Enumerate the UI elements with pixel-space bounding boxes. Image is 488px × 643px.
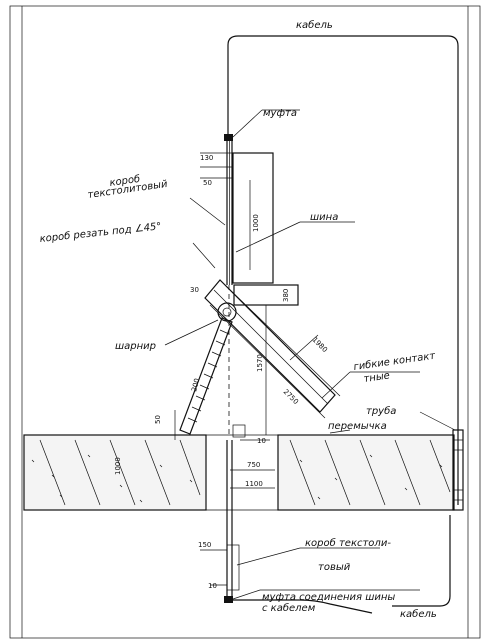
- sheet-frame: [9, 5, 481, 639]
- label-cable-top: кабель: [296, 19, 333, 31]
- dim-10-mid: 10: [257, 437, 266, 445]
- busbar-upper: [226, 140, 233, 285]
- label-flex-contacts-2: тные: [363, 370, 391, 385]
- label-partition: перемычка: [328, 421, 387, 432]
- flexible-hose: [179, 317, 233, 435]
- dimension-lines: [174, 180, 319, 586]
- hinge-joint: [217, 302, 237, 322]
- dim-1000-vertical: 1000: [252, 214, 260, 232]
- dim-1100: 1100: [245, 480, 263, 488]
- dim-1980: 1980: [311, 336, 329, 354]
- label-hinge: шарнир: [115, 341, 156, 352]
- dim-10-bottom: 10: [208, 582, 217, 590]
- label-cable-bottom: кабель: [400, 608, 437, 620]
- dim-150: 150: [198, 541, 211, 549]
- dim-50-mid: 50: [154, 415, 162, 424]
- dim-30: 30: [190, 286, 199, 294]
- floor-slab-right: [277, 434, 455, 511]
- label-coupling-bottom-2: с кабелем: [262, 602, 316, 614]
- dim-130-top: 130: [200, 154, 213, 162]
- label-duct-bottom-2: товый: [318, 562, 351, 573]
- label-duct-textolite-1: короб: [109, 173, 141, 189]
- dim-750: 750: [247, 461, 260, 469]
- textolite-duct-upper: [200, 152, 274, 284]
- label-coupling-bottom-1: муфта соединения шины: [262, 592, 395, 603]
- label-coupling-top: муфта: [263, 108, 297, 119]
- dim-1000-slab: 1000: [114, 457, 122, 475]
- dim-1570: 1570: [256, 354, 264, 372]
- coupling-top: [224, 134, 233, 141]
- label-pipe: труба: [366, 405, 396, 417]
- floor-slab-left: [23, 434, 207, 511]
- label-flex-contacts-1: гибкие контакт: [353, 349, 437, 373]
- leader-lines: [164, 109, 456, 600]
- pipe-sleeve: [452, 429, 464, 511]
- dim-200: 200: [190, 378, 201, 393]
- cable-loop-top: [227, 35, 459, 505]
- coupling-bottom: [224, 596, 233, 603]
- dim-50-top: 50: [203, 179, 212, 187]
- slab-opening: [206, 424, 278, 511]
- cable-bottom: [233, 515, 451, 614]
- label-duct-cut: короб резать под ∠45°: [39, 220, 162, 245]
- label-busbar: шина: [310, 212, 338, 223]
- busbar-lower: [226, 440, 240, 598]
- dim-380: 380: [282, 289, 290, 302]
- label-duct-bottom-1: короб текстоли-: [305, 537, 391, 549]
